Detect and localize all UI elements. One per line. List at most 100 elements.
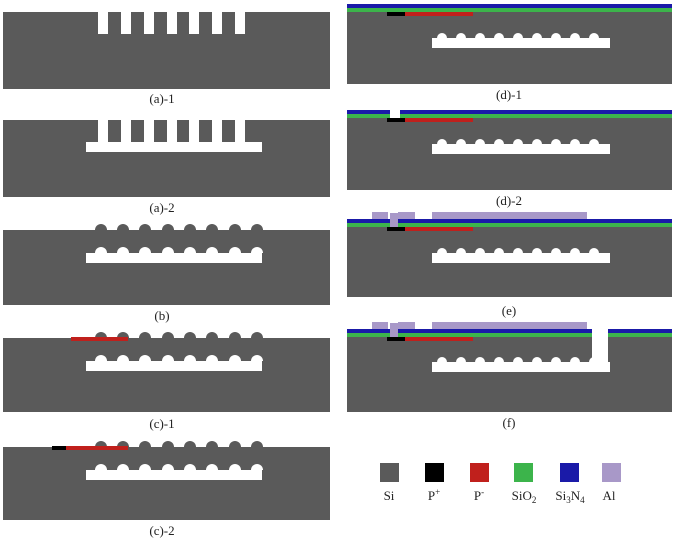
surface-bump xyxy=(162,441,174,447)
surface-bump xyxy=(206,224,218,230)
cavity-bump xyxy=(95,355,107,361)
buried-cavity xyxy=(432,362,610,372)
legend-label-al: Al xyxy=(603,488,616,503)
silicon-substrate xyxy=(3,447,330,520)
surface-bump xyxy=(251,224,263,230)
cavity-bump xyxy=(551,139,561,144)
p-plus-region xyxy=(387,118,405,122)
legend-label-p_plus: P+ xyxy=(428,487,440,503)
surface-bump xyxy=(139,332,151,338)
silicon-substrate xyxy=(3,12,330,89)
cavity-bump xyxy=(229,247,241,253)
cavity-bump xyxy=(206,355,218,361)
trench xyxy=(167,120,177,144)
cavity-bump xyxy=(437,248,447,253)
silicon-substrate xyxy=(3,230,330,305)
trench xyxy=(189,120,199,144)
si3n4-layer xyxy=(347,219,672,223)
panel-c1: (c)-1 xyxy=(3,332,330,431)
panel-caption: (a)-2 xyxy=(149,200,174,215)
al-pad xyxy=(398,322,415,329)
legend-label-sio2: SiO2 xyxy=(512,488,537,505)
surface-bump xyxy=(229,224,241,230)
surface-bump xyxy=(139,224,151,230)
cavity-bump xyxy=(551,248,561,253)
si3n4-layer xyxy=(347,110,672,114)
panel-d2: (d)-2 xyxy=(347,104,672,208)
trench xyxy=(98,12,108,34)
cavity-bump xyxy=(551,357,561,362)
sio2-layer xyxy=(347,333,672,337)
p-minus-region xyxy=(71,337,128,341)
panel-a2: (a)-2 xyxy=(3,120,330,215)
cavity-bump xyxy=(229,355,241,361)
panel-caption: (f) xyxy=(503,415,516,430)
legend-swatch-sio2 xyxy=(514,463,533,482)
cavity-bump xyxy=(551,33,561,38)
trench xyxy=(235,12,245,34)
al-contact xyxy=(390,323,398,338)
cavity-bump xyxy=(251,464,263,470)
si3n4-layer xyxy=(347,4,672,8)
cavity-bump xyxy=(532,248,542,253)
al-pad xyxy=(398,212,415,219)
cavity-bump xyxy=(162,355,174,361)
trench xyxy=(235,120,245,144)
al-pad xyxy=(372,322,388,329)
p-plus-region xyxy=(387,227,405,231)
cavity-bump xyxy=(184,355,196,361)
panel-caption: (a)-1 xyxy=(149,91,174,106)
cavity-bump xyxy=(437,33,447,38)
surface-bump xyxy=(117,224,129,230)
cavity-bump xyxy=(456,248,466,253)
surface-bump xyxy=(139,441,151,447)
cavity-bump xyxy=(206,464,218,470)
surface-bump xyxy=(206,332,218,338)
cavity-bump xyxy=(437,357,447,362)
cavity-bump xyxy=(494,33,504,38)
surface-bump xyxy=(251,332,263,338)
legend-swatch-al xyxy=(602,463,621,482)
surface-bump xyxy=(184,441,196,447)
cavity-bump xyxy=(570,248,580,253)
cavity-bump xyxy=(532,139,542,144)
si3n4-layer xyxy=(347,329,672,333)
panel-b: (b) xyxy=(3,224,330,323)
panel-caption: (c)-2 xyxy=(149,523,174,538)
surface-bump xyxy=(229,441,241,447)
trench xyxy=(121,12,131,34)
panel-c2: (c)-2 xyxy=(3,441,330,538)
cavity-bump xyxy=(475,248,485,253)
panel-caption: (c)-1 xyxy=(149,416,174,431)
cavity-bump xyxy=(117,247,129,253)
cavity-bump xyxy=(117,355,129,361)
buried-cavity xyxy=(432,253,610,263)
cavity-bump xyxy=(456,357,466,362)
contact-opening xyxy=(390,104,400,119)
panel-caption: (d)-2 xyxy=(496,193,522,208)
legend-label-si3n4: Si3N4 xyxy=(555,488,585,505)
cavity-bump xyxy=(184,247,196,253)
cavity-bump xyxy=(589,33,599,38)
al-contact xyxy=(390,213,398,228)
cavity-bump xyxy=(139,355,151,361)
surface-bump xyxy=(117,441,129,447)
p-plus-region xyxy=(52,446,66,450)
cavity-bump xyxy=(162,247,174,253)
surface-bump xyxy=(95,332,107,338)
panel-e: (e) xyxy=(347,212,672,318)
buried-cavity xyxy=(432,38,610,48)
panel-d1: (d)-1 xyxy=(347,4,672,102)
cavity-bump xyxy=(251,247,263,253)
sio2-layer xyxy=(347,223,672,227)
legend-label-p_minus: P- xyxy=(474,487,484,503)
cavity-bump xyxy=(117,464,129,470)
cavity-bump xyxy=(162,464,174,470)
cavity-bump xyxy=(532,357,542,362)
cavity-bump xyxy=(570,139,580,144)
surface-bump xyxy=(162,224,174,230)
cavity-bump xyxy=(513,248,523,253)
surface-bump xyxy=(251,441,263,447)
trench xyxy=(121,120,131,144)
cavity-bump xyxy=(513,33,523,38)
